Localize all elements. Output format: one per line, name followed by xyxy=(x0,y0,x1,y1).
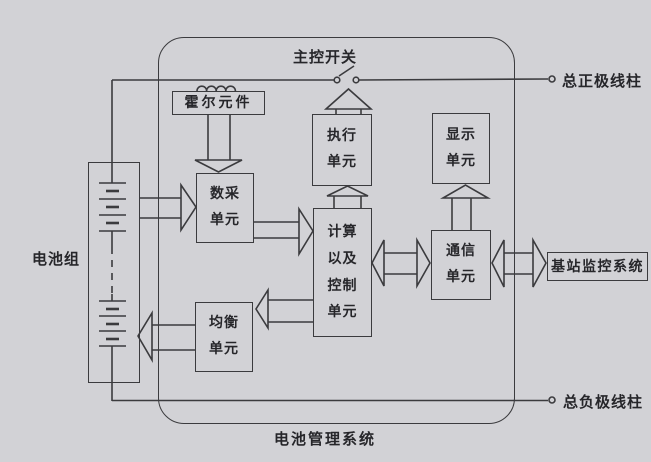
execution-unit-box: 执行 单元 xyxy=(312,114,372,186)
arrow-calc-to-balance xyxy=(255,287,313,331)
display-unit-box: 显示 单元 xyxy=(432,113,490,184)
arrow-exec-to-switch xyxy=(323,87,374,114)
bms-boundary-frame xyxy=(158,37,515,424)
positive-bus-wire xyxy=(112,78,549,81)
arrow-calc-comm-bidirectional xyxy=(371,236,431,290)
arrow-battery-to-daq xyxy=(140,182,197,233)
arrow-hall-to-daq xyxy=(194,115,243,173)
display-unit-label: 显示 单元 xyxy=(446,126,476,169)
main-switch-label: 主控开关 xyxy=(292,48,358,66)
daq-unit-label: 数采 单元 xyxy=(210,186,240,228)
base-station-box: 基站监控系统 xyxy=(547,252,648,281)
arrow-comm-to-display xyxy=(440,184,491,230)
negative-terminal-node xyxy=(548,396,556,404)
bms-caption: 电池管理系统 xyxy=(273,430,377,448)
hall-element-label: 霍尔元件 xyxy=(184,95,253,111)
main-switch-icon xyxy=(333,65,360,84)
balance-unit-label: 均衡 单元 xyxy=(209,315,239,357)
positive-terminal-node xyxy=(548,75,556,83)
battery-pack-box xyxy=(88,162,140,383)
execution-unit-label: 执行 单元 xyxy=(327,128,357,170)
arrow-daq-to-calc xyxy=(254,206,314,257)
positive-terminal-label: 总正极线柱 xyxy=(562,72,643,90)
calc-control-unit-box: 计算 以及 控制 单元 xyxy=(313,208,372,337)
battery-cells-icon xyxy=(99,80,126,401)
arrow-calc-to-exec xyxy=(326,185,369,208)
comm-unit-box: 通信 单元 xyxy=(431,230,491,300)
balance-unit-box: 均衡 单元 xyxy=(195,302,253,372)
comm-unit-label: 通信 单元 xyxy=(446,243,476,285)
battery-pack-label: 电池组 xyxy=(32,250,81,268)
hall-element-box: 霍尔元件 xyxy=(172,91,265,115)
base-station-label: 基站监控系统 xyxy=(551,258,644,275)
negative-terminal-label: 总负极线柱 xyxy=(563,393,644,411)
daq-unit-box: 数采 单元 xyxy=(196,173,254,243)
calc-control-unit-label: 计算 以及 控制 单元 xyxy=(327,224,358,321)
arrow-balance-to-battery xyxy=(137,310,195,363)
arrow-comm-base-bidirectional xyxy=(491,236,547,288)
